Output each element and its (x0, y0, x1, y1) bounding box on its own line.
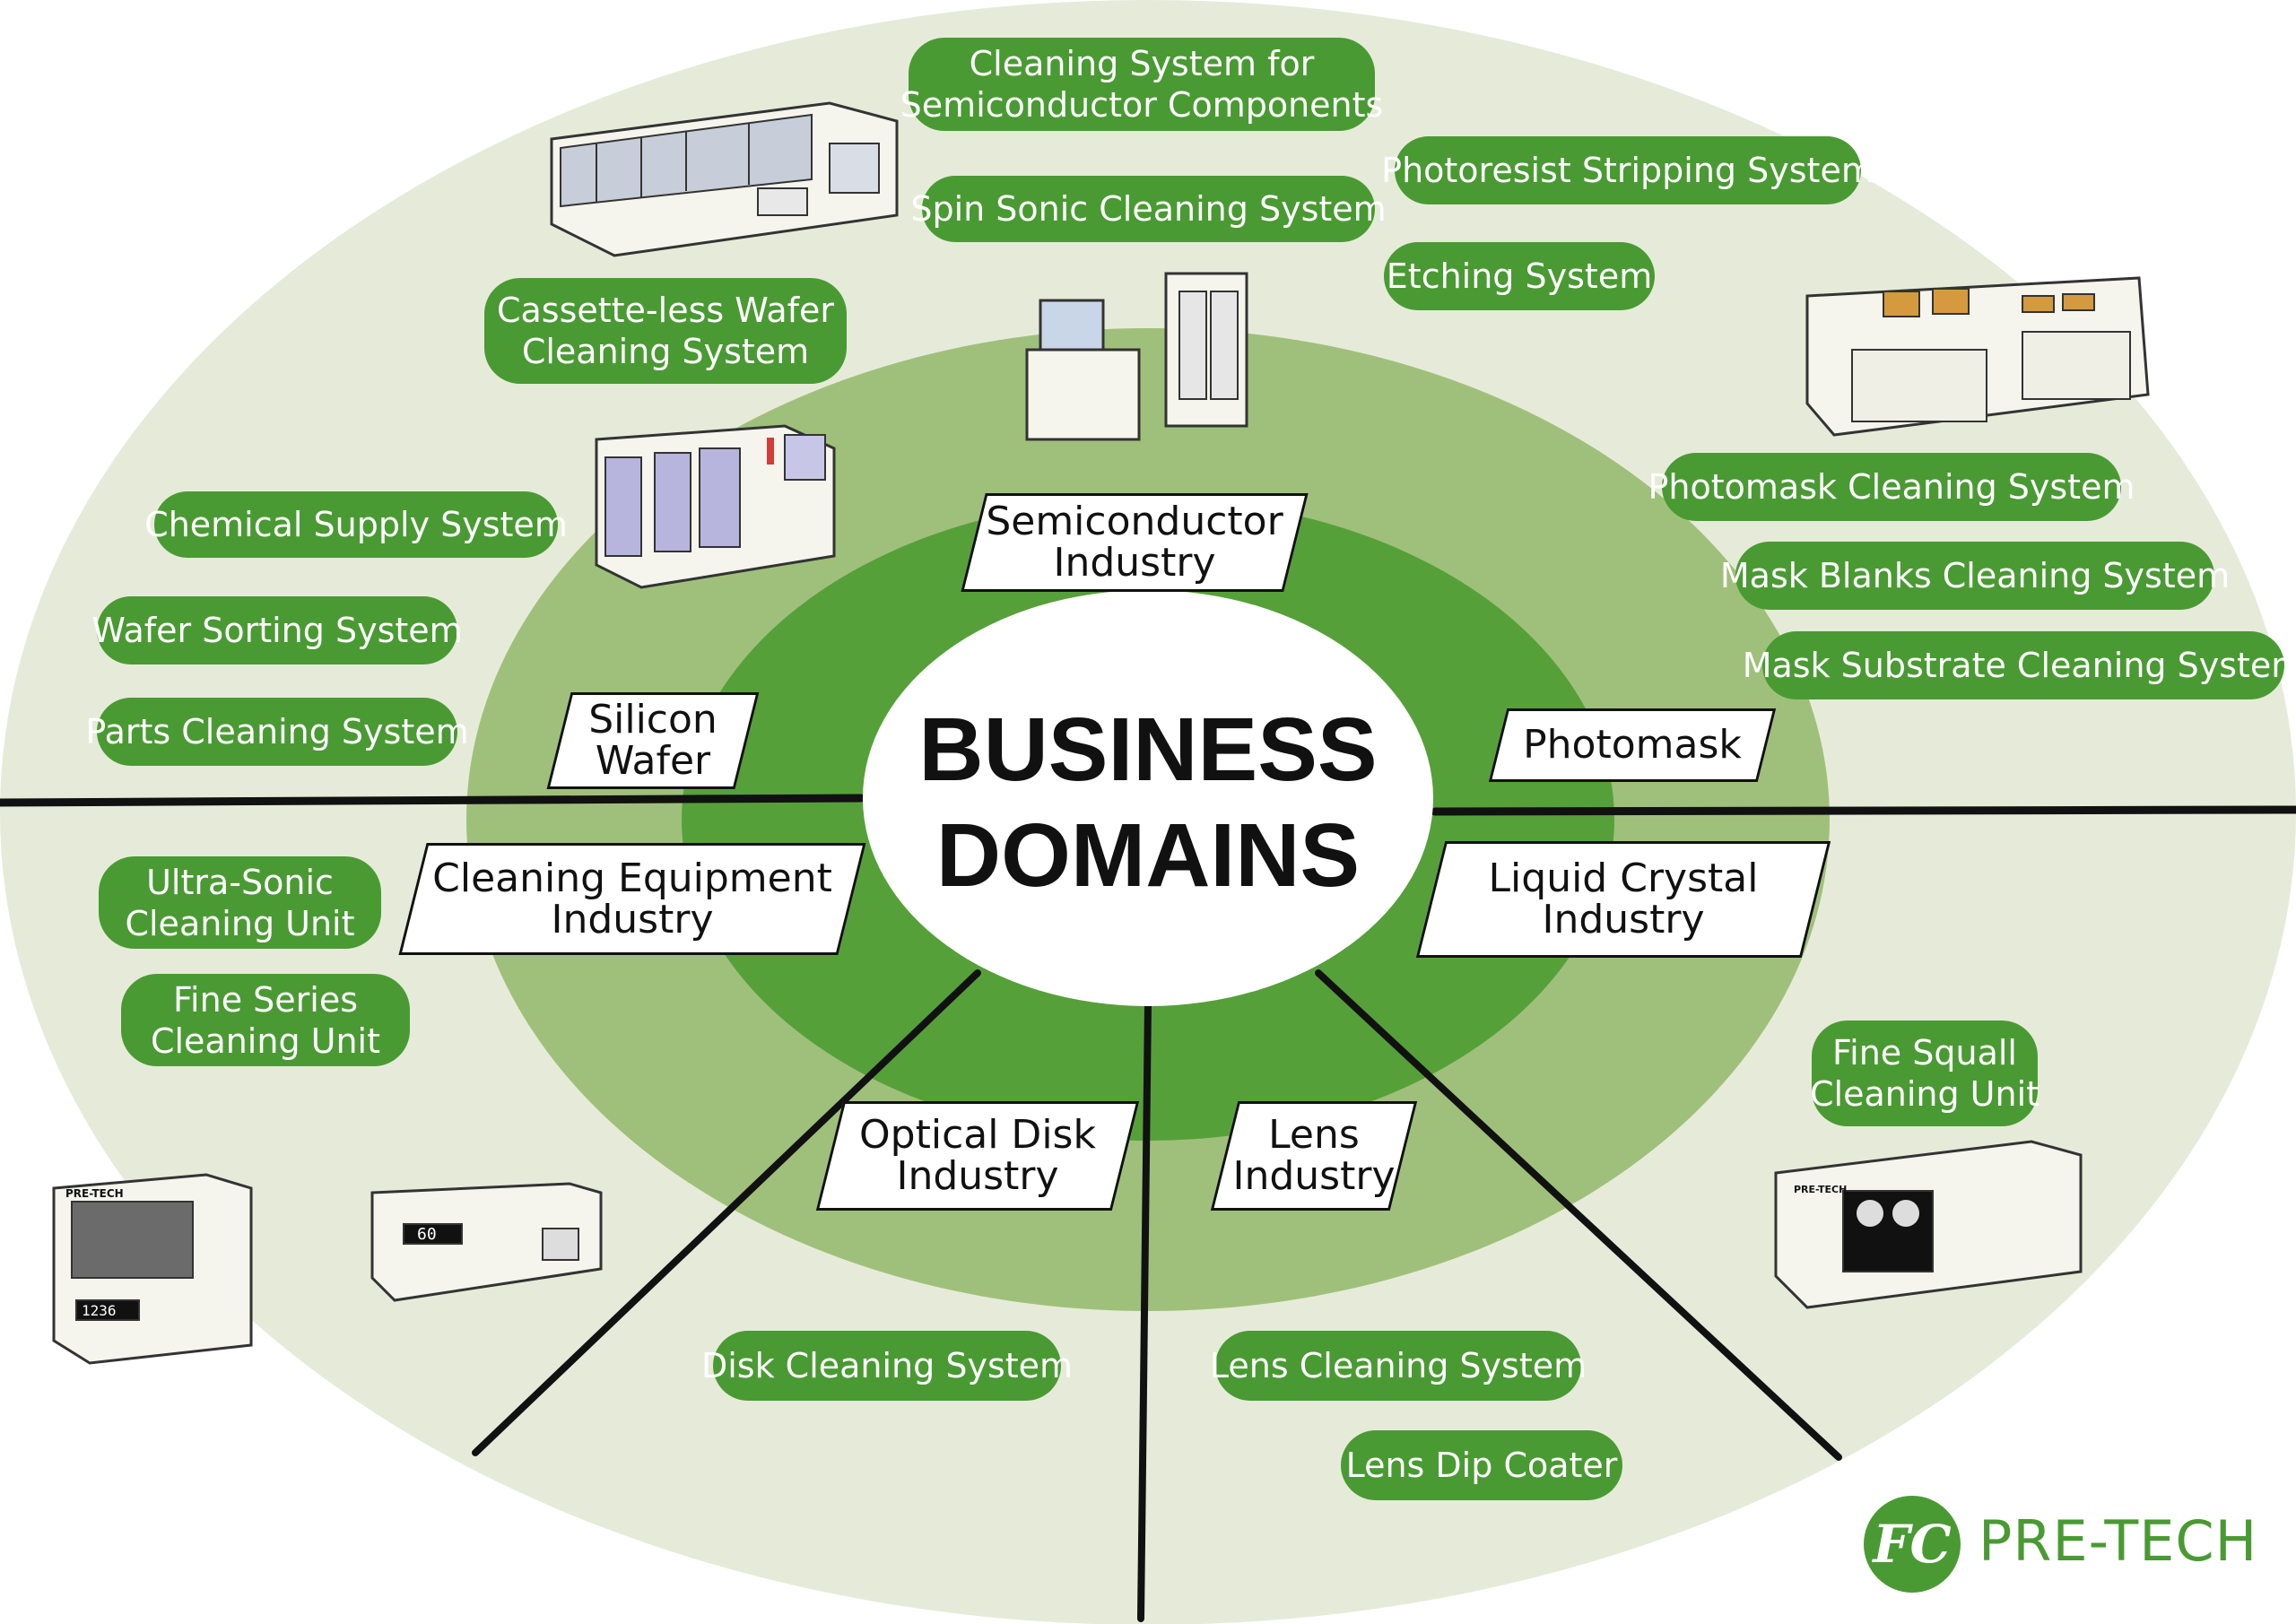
industry-lens-line-2: Industry (1232, 1153, 1396, 1199)
system-line-1: Chemical Supply System (144, 505, 568, 544)
system-pill-chemical-supply: Chemical Supply System (144, 491, 568, 558)
left-unit-brand: PRE-TECH (65, 1187, 124, 1200)
system-pill-photomask-cleaning: Photomask Cleaning System (1648, 453, 2135, 521)
system-line-1: Cleaning System for (969, 44, 1315, 83)
system-line-1: Etching System (1386, 256, 1653, 296)
chemical-supply-illustration (595, 424, 836, 589)
system-line-1: Parts Cleaning System (85, 712, 469, 751)
industry-cleaning-equipment-line-2: Industry (551, 896, 714, 942)
system-line-1: Lens Dip Coater (1345, 1446, 1618, 1485)
pre-tech-logo-text: PRE-TECH (1979, 1508, 2258, 1574)
title-line-1: BUSINESS (918, 699, 1378, 800)
industry-label-photomask: Photomask (1498, 708, 1767, 782)
ultrasonic-generator-left-illustration: 1236 PRE-TECH (52, 1173, 253, 1365)
system-line-1: Mask Blanks Cleaning System (1719, 556, 2231, 595)
divider-lower-left (472, 969, 981, 1456)
system-pill-photoresist-stripping: Photoresist Stripping System (1381, 136, 1874, 204)
system-pill-fine-series: Fine Series Cleaning Unit (121, 974, 410, 1066)
system-line-2: Semiconductor Components (900, 85, 1384, 125)
industry-optical-disk-line-2: Industry (896, 1153, 1059, 1199)
system-pill-etching: Etching System (1384, 242, 1655, 310)
industry-semiconductor-line-2: Industry (1053, 540, 1216, 586)
industry-label-semiconductor: Semiconductor Industry (973, 493, 1296, 592)
system-line-1: Wafer Sorting System (91, 611, 463, 650)
system-pill-parts-cleaning: Parts Cleaning System (85, 698, 469, 766)
system-pill-lens-cleaning: Lens Cleaning System (1210, 1331, 1587, 1401)
industry-optical-disk-line-1: Optical Disk (859, 1112, 1096, 1158)
industry-label-lens: Lens Industry (1224, 1101, 1404, 1211)
industry-silicon-wafer-line-2: Wafer (595, 738, 711, 784)
divider-lower-center (1137, 1001, 1152, 1622)
system-pill-disk-cleaning: Disk Cleaning System (701, 1331, 1073, 1401)
system-line-2: Cleaning Unit (150, 1020, 381, 1061)
system-pill-lens-dip-coater: Lens Dip Coater (1341, 1430, 1622, 1500)
system-line-2: Cleaning Unit (125, 903, 355, 943)
cleanroom-cleaning-system-illustration (550, 101, 899, 257)
system-line-1: Fine Squall (1832, 1033, 2017, 1073)
industry-semiconductor-line-1: Semiconductor (986, 499, 1283, 544)
title-line-2: DOMAINS (935, 805, 1361, 906)
industry-liquid-crystal-line-2: Industry (1542, 897, 1705, 942)
industry-silicon-wafer-line-1: Silicon (588, 697, 718, 743)
fine-squall-unit-illustration: PRE-TECH (1774, 1140, 2083, 1309)
system-line-1: Lens Cleaning System (1209, 1346, 1587, 1385)
system-pill-mask-substrate: Mask Substrate Cleaning System (1743, 631, 2296, 699)
industry-photomask-line-1: Photomask (1523, 722, 1742, 768)
system-line-2: Cleaning System (521, 332, 810, 371)
industry-lens-line-1: Lens (1268, 1112, 1360, 1158)
system-line-1: Photomask Cleaning System (1648, 467, 2135, 507)
system-pill-ultra-sonic: Ultra-Sonic Cleaning Unit (99, 856, 381, 949)
fine-series-unit-illustration: 60 (370, 1182, 603, 1302)
system-pill-mask-blanks: Mask Blanks Cleaning System (1720, 542, 2230, 610)
industry-liquid-crystal-line-1: Liquid Crystal (1488, 855, 1759, 901)
divider-lower-right (1315, 969, 1842, 1461)
industry-label-liquid-crystal: Liquid Crystal Industry (1431, 841, 1816, 958)
system-pill-spin-sonic: Spin Sonic Cleaning System (910, 176, 1387, 242)
system-line-2: Cleaning Unit (1809, 1074, 2040, 1114)
system-line-1: Spin Sonic Cleaning System (910, 189, 1387, 229)
industry-label-cleaning-equipment: Cleaning Equipment Industry (413, 843, 852, 955)
system-pill-cassette-less: Cassette-less Wafer Cleaning System (484, 278, 847, 384)
mid-unit-display: 60 (417, 1225, 437, 1244)
pre-tech-logo-mark: FC (1864, 1496, 1961, 1593)
divider-right (1431, 805, 2296, 816)
photomask-cleaning-illustration (1805, 276, 2150, 437)
industry-label-optical-disk: Optical Disk Industry (830, 1101, 1126, 1211)
system-pill-wafer-sorting: Wafer Sorting System (91, 596, 463, 664)
system-line-1: Mask Substrate Cleaning System (1742, 646, 2296, 685)
left-unit-display: 1236 (82, 1302, 117, 1319)
system-line-1: Ultra-Sonic (146, 862, 334, 902)
system-pill-fine-squall: Fine Squall Cleaning Unit (1809, 1020, 2040, 1126)
industry-cleaning-equipment-line-1: Cleaning Equipment (432, 855, 832, 901)
divider-left (0, 794, 865, 807)
right-unit-brand: PRE-TECH (1794, 1184, 1847, 1195)
pre-tech-logo: FC PRE-TECH (1864, 1496, 2258, 1603)
spin-sonic-cleaning-illustration (1025, 272, 1248, 441)
system-line-1: Disk Cleaning System (700, 1346, 1074, 1385)
system-line-1: Photoresist Stripping System (1381, 151, 1874, 190)
system-line-1: Fine Series (172, 979, 359, 1020)
industry-label-silicon-wafer: Silicon Wafer (559, 692, 747, 789)
system-pill-cleaning-semiconductor-components: Cleaning System for Semiconductor Compon… (900, 38, 1383, 131)
center-ellipse (863, 590, 1433, 1006)
divider-lines (0, 794, 2296, 1622)
system-line-1: Cassette-less Wafer (496, 291, 835, 330)
business-domains-title: BUSINESS DOMAINS (865, 596, 1431, 1009)
